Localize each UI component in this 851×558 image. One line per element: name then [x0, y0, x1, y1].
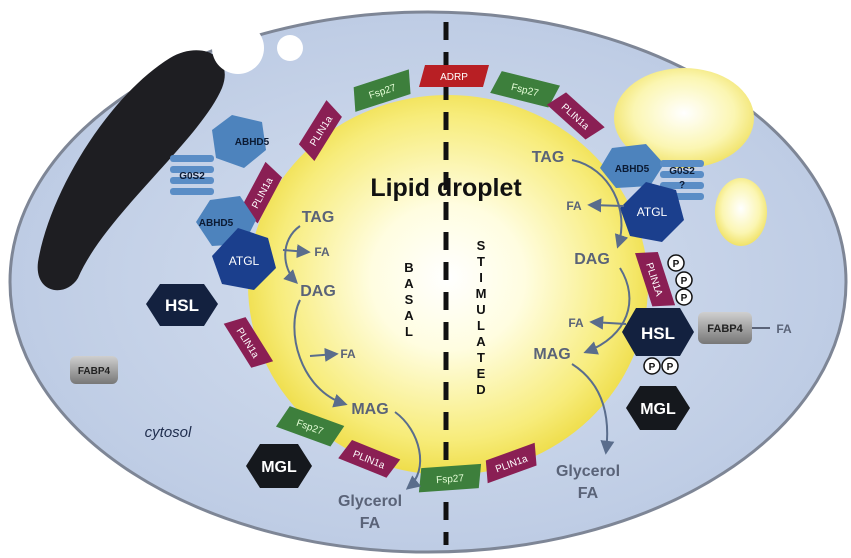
- basal-glycerol: Glycerol: [338, 493, 402, 510]
- basal-letter: B: [404, 260, 413, 275]
- stimulated-letter: U: [476, 302, 485, 317]
- basal-letter: A: [404, 308, 414, 323]
- small-droplet-side: [715, 178, 767, 246]
- stimulated-letter: M: [476, 286, 487, 301]
- svg-text:P: P: [667, 362, 674, 373]
- arrow-fa-release-stim-1: [590, 205, 624, 206]
- basal-tag: TAG: [302, 209, 335, 226]
- svg-text:G0S2: G0S2: [179, 171, 205, 182]
- stimulated-mag: MAG: [533, 346, 570, 363]
- stimulated-letter: L: [477, 318, 485, 333]
- svg-text:P: P: [681, 276, 688, 287]
- svg-text:ATGL: ATGL: [229, 254, 260, 268]
- svg-text:FABP4: FABP4: [78, 366, 111, 377]
- adrp-protein: ADRP: [419, 65, 489, 87]
- fabp4-stimulated: FABP4: [698, 312, 752, 344]
- basal-fa-out: FA: [360, 515, 381, 532]
- svg-text:Fsp27: Fsp27: [436, 473, 465, 486]
- svg-text:ATGL: ATGL: [637, 205, 668, 219]
- stimulated-fa-fabp: FA: [776, 322, 792, 336]
- white-vesicle-tiny: [202, 24, 222, 44]
- stimulated-fa-1: FA: [566, 199, 582, 213]
- svg-text:ADRP: ADRP: [440, 72, 468, 83]
- svg-text:HSL: HSL: [641, 324, 675, 343]
- basal-letter: A: [404, 276, 414, 291]
- svg-text:G0S2: G0S2: [669, 166, 695, 177]
- fabp4-basal: FABP4: [70, 356, 118, 384]
- svg-text:MGL: MGL: [261, 459, 297, 476]
- svg-text:FABP4: FABP4: [707, 323, 743, 335]
- svg-text:ABHD5: ABHD5: [615, 164, 650, 175]
- svg-text:ABHD5: ABHD5: [199, 218, 234, 229]
- stimulated-letter: S: [477, 238, 486, 253]
- cytosol-label: cytosol: [145, 424, 192, 441]
- basal-fa-2: FA: [340, 347, 356, 361]
- white-vesicle-small: [277, 35, 303, 61]
- svg-text:P: P: [673, 259, 680, 270]
- stimulated-letter: I: [479, 270, 483, 285]
- fsp27-bottom-center: Fsp27: [417, 464, 483, 492]
- stimulated-label: S T I M U L A T E D: [476, 238, 487, 397]
- hsl-stimulated: HSL: [622, 308, 694, 356]
- stimulated-letter: E: [477, 366, 486, 381]
- svg-text:?: ?: [679, 180, 685, 191]
- mgl-basal: MGL: [246, 444, 312, 488]
- svg-text:HSL: HSL: [165, 296, 199, 315]
- basal-fa-1: FA: [314, 245, 330, 259]
- stimulated-glycerol: Glycerol: [556, 463, 620, 480]
- basal-letter: S: [405, 292, 414, 307]
- stimulated-tag: TAG: [532, 149, 565, 166]
- droplet-title: Lipid droplet: [370, 174, 522, 202]
- svg-text:MGL: MGL: [640, 401, 676, 418]
- stimulated-dag: DAG: [574, 251, 610, 268]
- basal-dag: DAG: [300, 283, 336, 300]
- stimulated-letter: T: [477, 350, 485, 365]
- hsl-basal: HSL: [146, 284, 218, 326]
- stimulated-letter: A: [476, 334, 486, 349]
- stimulated-letter: D: [476, 382, 485, 397]
- svg-text:P: P: [681, 293, 688, 304]
- stimulated-fa-2: FA: [568, 316, 584, 330]
- svg-text:P: P: [649, 362, 656, 373]
- basal-mag: MAG: [351, 401, 388, 418]
- svg-text:ABHD5: ABHD5: [235, 137, 270, 148]
- basal-label: B A S A L: [404, 260, 414, 339]
- stimulated-letter: T: [477, 254, 485, 269]
- stimulated-fa-out: FA: [578, 485, 599, 502]
- basal-letter: L: [405, 324, 413, 339]
